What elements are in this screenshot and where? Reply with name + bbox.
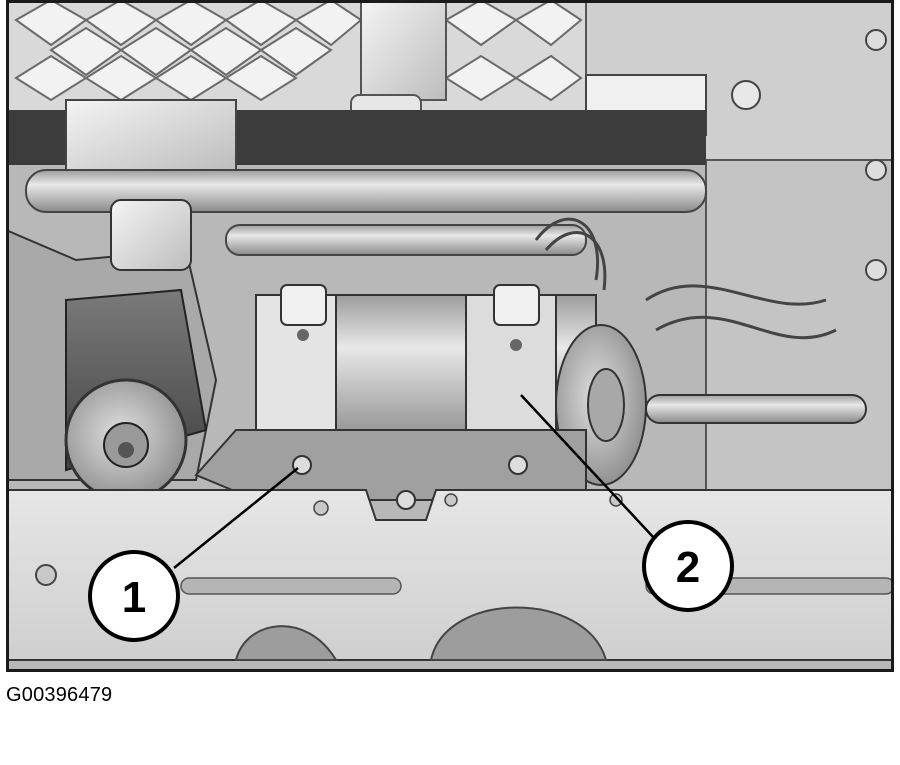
callout-1: 1 — [88, 550, 180, 642]
callout-2-number: 2 — [676, 543, 700, 592]
intake-manifold — [6, 0, 586, 136]
callout-1-leader — [173, 467, 299, 569]
figure-id-label: G00396479 — [6, 684, 113, 706]
upper-crossmember-tube — [25, 169, 707, 213]
engine-mount-left — [6, 199, 218, 502]
figure-frame — [6, 0, 894, 672]
callout-2-leader — [520, 394, 655, 539]
engine-bay-illustration: 1 2 — [6, 0, 894, 672]
callout-2: 2 — [642, 520, 734, 612]
callout-1-number: 1 — [122, 573, 146, 622]
engine-block-right — [585, 0, 894, 491]
hose-lines — [534, 217, 837, 340]
